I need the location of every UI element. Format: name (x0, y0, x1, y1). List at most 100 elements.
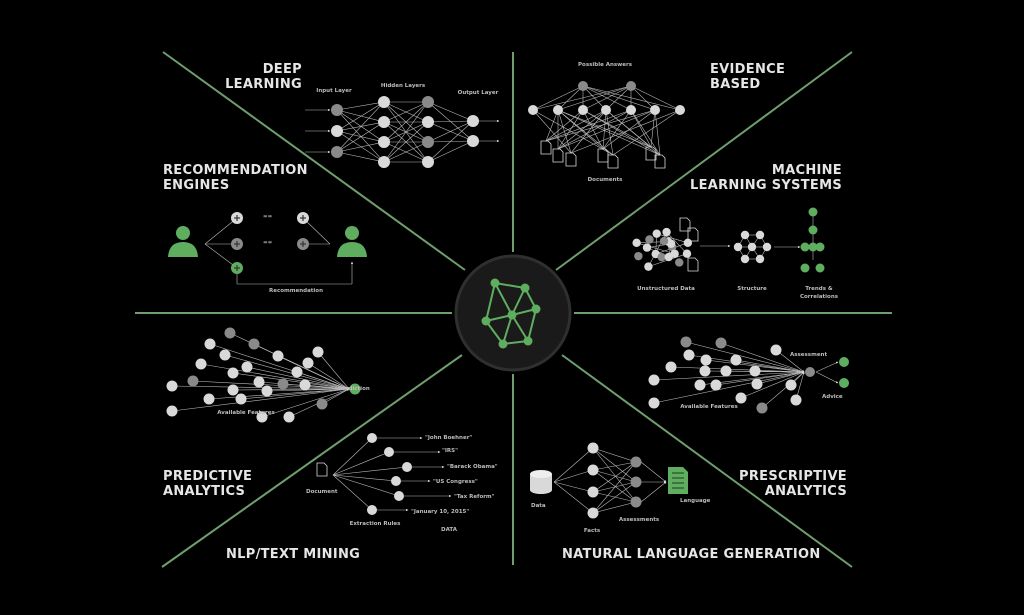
network-node (755, 254, 765, 264)
document-icon (565, 152, 577, 167)
fact-node (587, 442, 599, 454)
entity-label: "IRS" (442, 448, 458, 454)
connector-line (336, 101, 385, 132)
connector-line (545, 109, 584, 142)
divider-line (161, 354, 463, 568)
feature-node (256, 411, 268, 423)
graph-node (490, 278, 500, 288)
feature-node (299, 379, 311, 391)
document-icon (679, 217, 691, 232)
connector-line (204, 217, 238, 245)
connector-line (336, 130, 385, 143)
connector-line (545, 109, 607, 142)
person-body (337, 242, 367, 257)
network-node (422, 116, 434, 128)
rule-node (367, 433, 377, 443)
feature-node (790, 394, 802, 406)
graph-edge (511, 287, 526, 316)
arrow-connector (304, 384, 350, 391)
feature-node (253, 376, 265, 388)
trend-node (808, 242, 818, 252)
connector-line (336, 101, 385, 153)
document-outline (645, 146, 657, 161)
section-diagrams (166, 81, 849, 519)
graph-node (507, 310, 517, 320)
feature-node (665, 361, 677, 373)
connector-line (204, 243, 238, 269)
connector-line (336, 101, 385, 111)
graph-node (520, 283, 530, 293)
network-node (675, 258, 684, 267)
recommendation-engines-title: RECOMMENDATION ENGINES (163, 163, 308, 193)
connector-line (427, 120, 474, 143)
network-node (378, 156, 390, 168)
language-label: Language (680, 498, 711, 504)
document-icon (597, 148, 609, 163)
person-head (176, 226, 190, 240)
connector-line (592, 447, 637, 463)
network-node (422, 136, 434, 148)
connector-line (427, 140, 474, 163)
connector-line (592, 447, 637, 483)
connector-line (427, 101, 474, 122)
network-node (740, 254, 750, 264)
connector-line (545, 109, 559, 142)
feature-node (224, 327, 236, 339)
connector-line (336, 121, 385, 153)
divider-line (162, 51, 466, 271)
graph-edge (485, 320, 504, 345)
output-layer-label: Output Layer (457, 90, 499, 96)
feature-node (749, 365, 761, 377)
fact-node (587, 507, 599, 519)
connector-line (383, 101, 429, 163)
arrow-connector (775, 349, 805, 373)
connector-line (605, 109, 661, 156)
network-node (528, 105, 538, 115)
connector-line (582, 109, 604, 150)
network-node (467, 115, 479, 127)
document-icon (316, 462, 328, 477)
connector-line (383, 121, 429, 163)
connector-line (592, 461, 637, 471)
network-node (578, 105, 588, 115)
connector-line (570, 109, 681, 154)
arrow-connector (240, 387, 350, 400)
prediction-node (349, 383, 361, 395)
arrow-connector (754, 370, 805, 374)
network-node (670, 249, 679, 258)
center-hub (454, 254, 572, 372)
feature-node (710, 379, 722, 391)
trend-node (815, 263, 825, 273)
feature-node (683, 349, 695, 361)
feature-node (312, 346, 324, 358)
arrow-connector (685, 341, 805, 373)
document-icon (607, 154, 619, 169)
feature-node (195, 358, 207, 370)
network-node (657, 252, 666, 262)
arrow-connector (307, 362, 350, 390)
connector-line (654, 109, 661, 156)
trend-node (815, 242, 825, 252)
feature-node (785, 379, 797, 391)
available-features-label-right: Available Features (680, 404, 738, 410)
document-outline (540, 140, 552, 155)
available-features-label-left: Available Features (217, 410, 275, 416)
database-bottom (530, 486, 552, 494)
document-icon (552, 148, 564, 163)
connector-line (553, 481, 594, 493)
arrow-connector (735, 359, 805, 373)
database-top (530, 470, 552, 478)
connector-line (582, 85, 681, 111)
connector-line (557, 109, 607, 150)
arrow-connector (720, 342, 805, 373)
arrow-connector (200, 363, 350, 390)
machine-learning-systems-title: MACHINE LEARNING SYSTEMS (690, 163, 843, 193)
feature-node (166, 405, 178, 417)
document-icon (687, 227, 699, 242)
connector-line (302, 217, 331, 245)
network-node (331, 125, 343, 137)
connector-line (545, 109, 632, 142)
arrow-connector (192, 380, 350, 391)
arrow-connector (232, 372, 350, 390)
network-node (645, 235, 654, 244)
